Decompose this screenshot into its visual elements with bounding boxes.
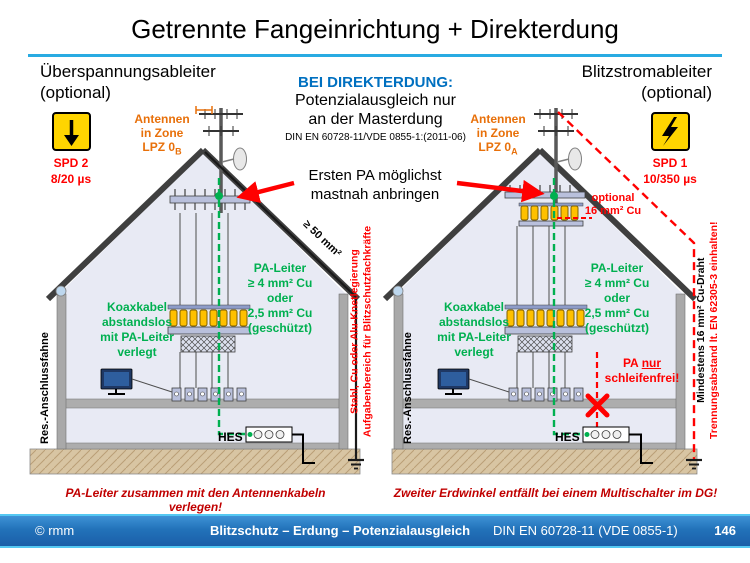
house-right [382,108,702,475]
ground-left [29,448,361,475]
arrow-to-left-mast [236,180,295,204]
koax-label-right: Koaxkabel abstandslos mit PA-Leiter verl… [437,300,511,359]
antenna-elements [534,109,578,136]
lightning-bolt-icon [662,117,678,146]
roof-right [537,147,698,302]
separation-distance-label: Trennungsabstand lt. EN 62305-3 einhalte… [707,221,720,440]
house-left [29,106,364,475]
footer-norm: DIN EN 60728-11 (VDE 0855-1) [493,523,678,538]
pa-pointer-arrows [236,179,545,204]
koax-label-left: Koaxkabel abstandslos mit PA-Leiter verl… [100,300,174,359]
wall-right [675,293,686,450]
first-pa-note-line1: Ersten PA möglichst [308,167,442,184]
base-slab [64,442,342,450]
steel-conductor-label: Stahl, Cu oder Alu-Knetlegierung Aufgabe… [348,225,374,438]
bottom-note-left: PA-Leiter zusammen mit den Antennenkabel… [65,486,326,514]
multiswitch [504,304,588,353]
satellite-dish [233,147,247,171]
min-cu-wire-label: Mindestens 16 mm² Cu-Draht [694,257,707,403]
footer-bar: © rmm Blitzschutz – Erdung – Potenzialau… [0,514,750,548]
satellite-dish [568,147,582,171]
res-anschlussfahne-right: Res.-Anschlussfahne [402,332,414,444]
right-device-optional: (optional) [641,83,712,102]
dish-arm [556,158,570,163]
hes-bar [245,426,315,464]
dimension-mark [195,106,213,114]
footer-copyright: © rmm [35,523,75,538]
title-underline [28,54,722,57]
direct-earthing-conductor [557,111,702,470]
attic-multiswitch [518,202,584,227]
direct-earthing-line2: an der Masterdung [308,111,443,128]
footer-topic: Blitzschutz – Erdung – Potenzialausgleic… [209,523,471,538]
coax-cables [179,213,229,388]
antenna-zone-label-right: Antennen in Zone LPZ 0A [470,112,526,157]
tv-set [100,368,173,395]
antenna-outlets [171,387,247,402]
coax-cables [516,226,566,388]
wall-bushing [392,285,404,297]
spd1-icon [651,112,690,151]
direct-earthing-block: BEI DIREKTERDUNG: Potenzialausgleich nur… [258,74,493,143]
arrow-to-right-mast [456,179,545,203]
spd1-label: SPD 1 10/350 µs [635,155,705,187]
down-conductor [204,151,364,470]
hes-bar [582,426,653,464]
spd2-wave: 8/20 µs [50,172,92,186]
spd1-wave: 10/350 µs [643,172,697,186]
antenna-zone-label-left: Antennen in Zone LPZ 0B [134,112,190,157]
down-arrow-icon [64,120,79,146]
first-pa-point [215,192,223,200]
footer-page-number: 146 [714,523,736,538]
res-anschlussfahne-left: Res.-Anschlussfahne [39,332,51,444]
spd2-icon [52,112,91,151]
direct-earthing-line1: Potenzialausgleich nur [295,92,456,109]
attic-splitter [169,189,251,210]
first-pa-note: Ersten PA möglichst mastnah anbringen [290,166,460,204]
optional-cu-label: optional 16 mm² Cu [584,192,642,217]
direct-earthing-heading: BEI DIREKTERDUNG: [297,74,453,91]
roof-left [45,147,206,302]
dish-arm [221,158,235,163]
hes-label-right: HES [555,430,580,444]
pa-conductor-green [217,178,247,436]
pa-leiter-label-right: PA-Leiter ≥ 4 mm² Cu oder 2,5 mm² Cu (ge… [584,261,650,335]
first-pa-point [550,192,558,200]
page-title: Getrennte Fangeinrichtung + Direkterdung [131,14,619,44]
roof-left [382,147,543,302]
antenna-elements [199,109,243,136]
spd2-name: SPD 2 [53,156,89,170]
first-pa-note-line2: mastnah anbringen [310,186,440,203]
left-device-name: Überspannungsableiter [40,62,216,81]
wall-right [338,293,349,450]
right-device-heading: Blitzstromableiter (optional) [582,61,712,103]
right-device-name: Blitzstromableiter [581,62,712,81]
wall-bushing [55,285,67,297]
antenna-outlets [508,387,584,402]
left-device-optional: (optional) [40,83,111,102]
pa-conductor-green [552,178,584,436]
left-device-heading: Überspannungsableiter (optional) [40,61,216,103]
hes-earth-line [629,433,653,464]
ground-right [391,448,698,475]
hes-label-left: HES [218,430,243,444]
base-slab [401,442,679,450]
pa-leiter-label-left: PA-Leiter ≥ 4 mm² Cu oder 2,5 mm² Cu (ge… [247,261,313,335]
red-x-mark [585,393,610,418]
tv-set [437,368,510,395]
bottom-note-right: Zweiter Erdwinkel entfällt bei einem Mul… [393,486,718,500]
multiswitch [167,304,251,353]
spd1-name: SPD 1 [652,156,688,170]
wall-left [56,293,67,450]
spd2-label: SPD 2 8/20 µs [36,155,106,187]
norm-reference: DIN EN 60728-11/VDE 0855-1:(2011-06) [285,132,466,143]
hes-earth-line [292,433,315,464]
